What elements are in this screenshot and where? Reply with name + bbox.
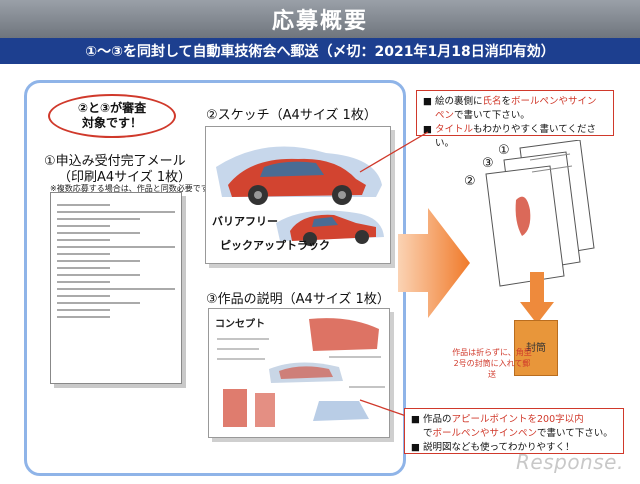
item2-label: ②スケッチ（A4サイズ 1枚） (206, 108, 377, 123)
envelope-image: 封筒 (514, 320, 558, 376)
down-arrow-icon (520, 272, 554, 324)
sketch-title-1: バリアフリー (212, 215, 278, 228)
stack-num-1: ① (498, 143, 510, 158)
sketch-image: バリアフリー ピックアップトラック (205, 126, 391, 264)
item1-note: ※複数応募する場合は、作品と同数必要です。 (50, 184, 216, 193)
info-box-appeal-instruction: ■ 作品のアピールポイントを200字以内でボールペンやサインペンで書いて下さい。… (404, 408, 624, 454)
sketch-title-2: ピックアップトラック (220, 239, 330, 252)
response-logo: Response. (516, 450, 624, 474)
description-sheet-image: コンセプト (208, 308, 390, 438)
big-arrow-icon (398, 208, 470, 318)
description-heading: コンセプト (215, 319, 265, 330)
info-box-name-instruction: ■ 絵の裏側に氏名をボールペンやサインペンで書いて下さい。 ■ タイトルもわかり… (416, 90, 614, 149)
stack-num-2: ② (464, 174, 476, 189)
item1-label: ①申込み受付完了メール (44, 154, 186, 169)
car-sketch-drawing (216, 146, 384, 246)
document-stack-drawing (485, 140, 595, 287)
envelope-label: 封筒 (526, 343, 546, 354)
description-sketches (217, 318, 385, 427)
envelope-note: 作品は折らずに、角型2号の封筒に入れて郵送 (452, 348, 532, 379)
registration-form-image (50, 192, 182, 384)
item3-label: ③作品の説明（A4サイズ 1枚） (206, 292, 390, 307)
judging-callout: ②と③が審査 対象です！ (48, 94, 176, 138)
item1-label2: （印刷A4サイズ 1枚） (58, 170, 192, 185)
subtitle-banner: ①～③を同封して自動車技術会へ郵送（〆切：2021年1月18日消印有効） (0, 38, 640, 64)
callout-line1: ②と③が審査 (77, 101, 147, 115)
stack-num-3: ③ (482, 156, 494, 171)
callout-line2: 対象です！ (81, 116, 142, 130)
page-title: 応募概要 (0, 0, 640, 38)
